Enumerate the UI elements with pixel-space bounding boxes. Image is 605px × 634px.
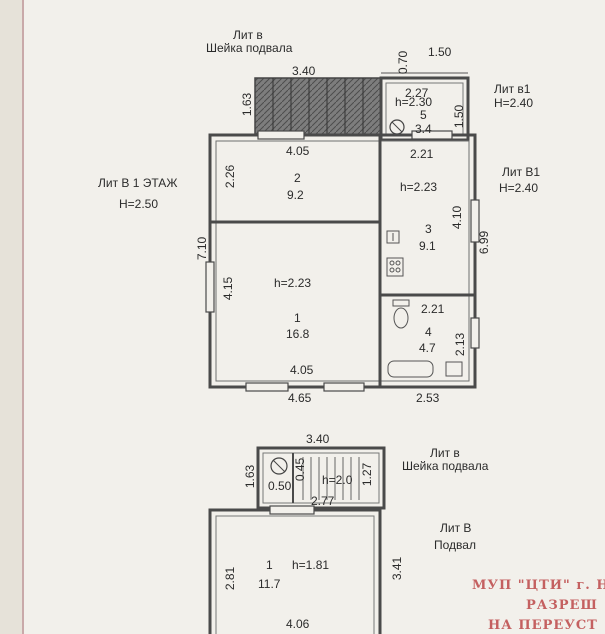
lit-V-floor-height: H=2.50 [119, 197, 159, 211]
room-5-height: h=2.30 [395, 95, 433, 109]
kitchen-stove-icon [386, 257, 404, 277]
stamp-line-1: МУП "ЦТИ" г. Н [472, 578, 605, 593]
lit-v1-small-height: H=2.40 [494, 96, 534, 110]
room-5-number: 5 [420, 108, 427, 122]
room-2-area: 9.2 [287, 188, 304, 202]
basement-podval: Подвал [434, 538, 476, 552]
room-5-area: 3.4 [415, 122, 432, 136]
cellar-neck-hatch [254, 77, 382, 136]
lit-v1-small-name: Лит в1 [494, 82, 531, 96]
basement-neck-walls [256, 446, 386, 510]
lit-V1-name: Лит В1 [502, 165, 541, 179]
dim-room2-width: 4.05 [286, 144, 310, 158]
basement-dim-depth-right: 3.41 [390, 556, 405, 581]
room-4-number: 4 [425, 325, 432, 339]
basement-dim-stair-depth: 1.27 [360, 462, 375, 487]
room-4-area: 4.7 [419, 341, 436, 355]
dim-porch-width-top: 1.50 [428, 45, 452, 59]
dim-room2-depth: 2.26 [223, 164, 238, 189]
basement-room-1-number: 1 [266, 558, 273, 572]
page-margin [0, 0, 24, 634]
kitchen-sink-icon [386, 230, 400, 244]
water-heater-icon [445, 361, 463, 377]
basement-dim-stair-width: 2.77 [311, 494, 335, 508]
basement-neck-height: h=2.0 [322, 473, 353, 487]
room-3-number: 3 [425, 222, 432, 236]
dim-room4-width: 2.21 [421, 302, 445, 316]
basement-dim-width-bottom: 4.06 [286, 617, 310, 631]
room-1-number: 1 [294, 311, 301, 325]
dim-room4-depth: 2.13 [453, 332, 468, 357]
stamp-line-2: РАЗРЕШ [526, 598, 598, 613]
cellar-neck-label: Шейка подвала [206, 41, 293, 55]
basement-dim-small-width: 0.50 [268, 479, 292, 493]
dim-room3-width: 2.21 [410, 147, 434, 161]
dim-neck-depth: 1.63 [240, 92, 255, 117]
dim-room1-depth: 4.15 [221, 276, 236, 301]
basement-lit-v: Лит в [430, 446, 460, 460]
dim-right-depth: 6.99 [477, 230, 492, 255]
lit-V-floor-name: Лит В 1 ЭТАЖ [98, 176, 178, 190]
dim-room1-width: 4.05 [290, 363, 314, 377]
dim-porch-depth: 1.50 [452, 104, 467, 129]
basement-room-walls [208, 505, 382, 634]
dim-total-depth: 7.10 [195, 236, 210, 261]
dim-room3-depth: 4.10 [450, 205, 465, 230]
basement-cellar-neck: Шейка подвала [402, 459, 489, 473]
dim-outer-width-left: 4.65 [288, 391, 312, 405]
room-2-number: 2 [294, 171, 301, 185]
room-1-area: 16.8 [286, 327, 310, 341]
basement-dim-depth-left: 2.81 [223, 566, 238, 591]
dim-outer-width-right: 2.53 [416, 391, 440, 405]
basement-room-1-area: 11.7 [258, 577, 281, 591]
room-1-height: h=2.23 [274, 276, 312, 290]
room-3-height: h=2.23 [400, 180, 438, 194]
bathtub-icon [387, 360, 434, 378]
dim-porch-step: 0.70 [396, 50, 411, 75]
basement-dim-neck-depth: 1.63 [243, 464, 258, 489]
lit-V1-height: H=2.40 [499, 181, 539, 195]
dim-width-neck: 3.40 [292, 64, 316, 78]
basement-dim-width: 3.40 [306, 432, 330, 446]
toilet-icon [392, 299, 410, 329]
lit-v-label: Лит в [233, 28, 263, 42]
dim-porch-width: 2.27 [405, 86, 429, 100]
basement-dim-step: 0.45 [293, 457, 308, 482]
basement-lit-V: Лит В [440, 521, 472, 535]
stamp-line-3: НА ПЕРЕУСТ [488, 618, 598, 633]
basement-room-1-height: h=1.81 [292, 558, 330, 572]
room-3-area: 9.1 [419, 239, 436, 253]
main-building-walls [205, 130, 480, 392]
